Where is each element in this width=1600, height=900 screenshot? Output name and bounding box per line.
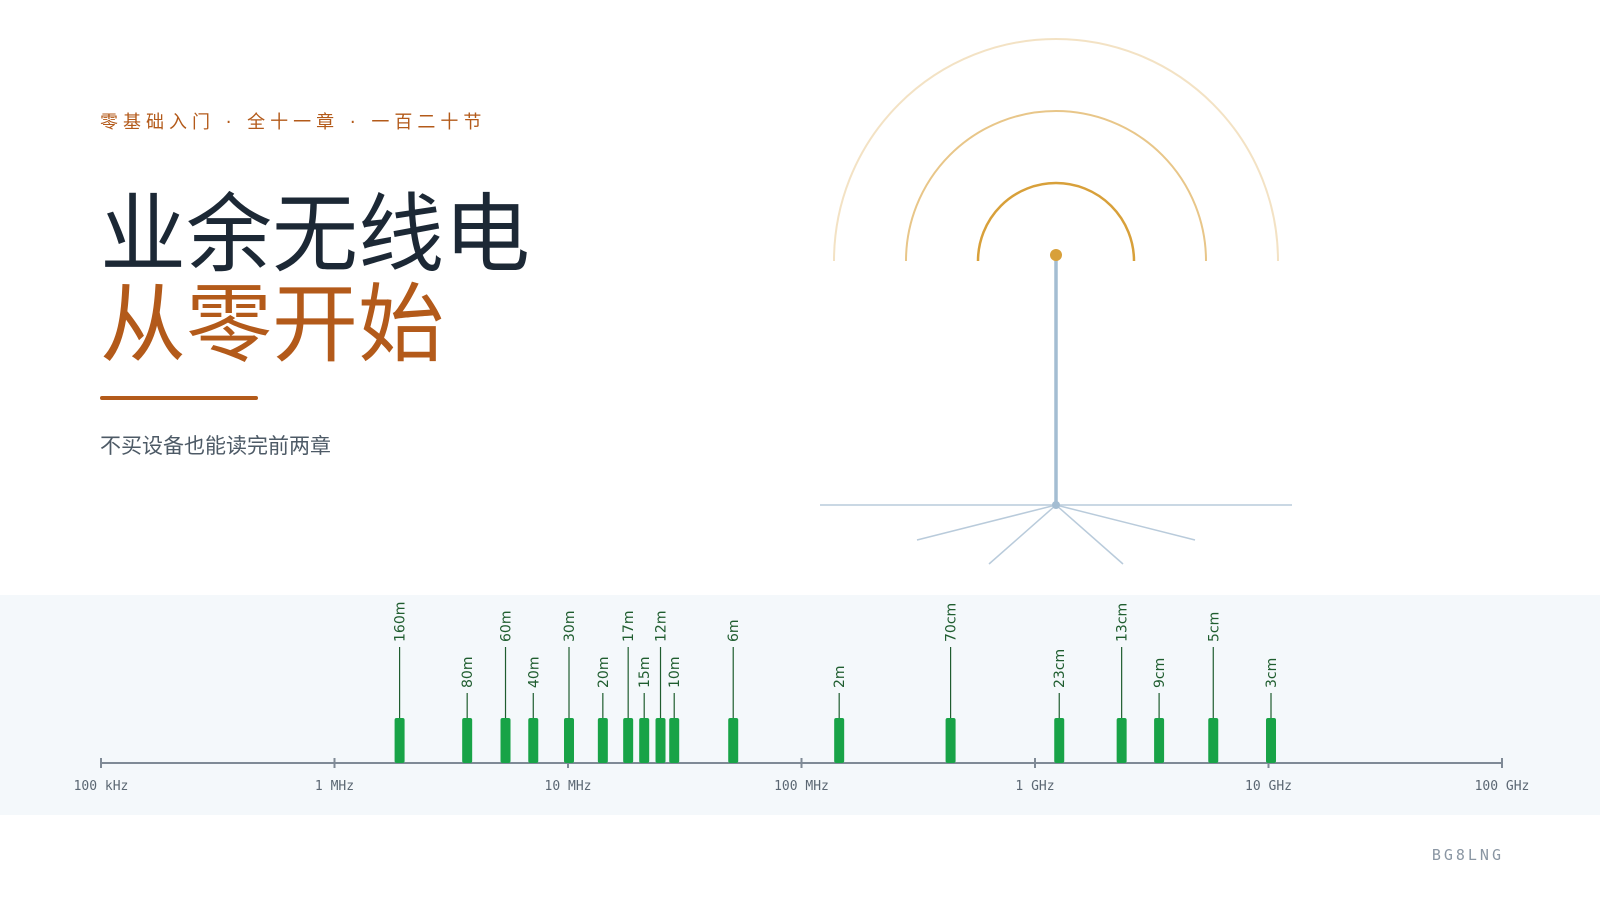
band-marker <box>623 718 634 763</box>
axis-tick-label: 100 GHz <box>1475 779 1530 794</box>
band-label: 23cm <box>1052 649 1068 688</box>
band-label: 5cm <box>1206 612 1222 642</box>
signal-wave-outer <box>833 38 1279 262</box>
ground-radial <box>1055 504 1124 565</box>
band-marker <box>1208 718 1219 763</box>
band-marker <box>639 718 650 763</box>
band-label: 20m <box>596 657 612 688</box>
band-label: 17m <box>621 611 637 642</box>
band-marker <box>1054 718 1065 763</box>
band-marker <box>564 718 575 763</box>
band-marker <box>669 718 680 763</box>
signal-wave-inner <box>976 181 1136 262</box>
accent-rule <box>100 396 258 400</box>
band-label: 70cm <box>944 603 960 642</box>
band-marker <box>834 718 845 763</box>
axis-tick-label: 100 MHz <box>774 779 829 794</box>
band-label: 2m <box>832 665 848 688</box>
band-label: 3cm <box>1264 658 1280 688</box>
axis-tick-label: 10 GHz <box>1245 779 1292 794</box>
ground-radial <box>988 504 1057 565</box>
band-marker <box>945 718 956 763</box>
band-label: 6m <box>726 619 742 642</box>
band-marker <box>1116 718 1127 763</box>
band-label: 15m <box>637 657 653 688</box>
band-marker <box>655 718 666 763</box>
band-label: 9cm <box>1152 658 1168 688</box>
ground-radial <box>916 504 1057 541</box>
band-label: 60m <box>499 611 515 642</box>
band-marker <box>1266 718 1277 763</box>
band-marker <box>1154 718 1165 763</box>
title-line-2: 从零开始 <box>100 275 444 375</box>
antenna-tip <box>1050 249 1062 261</box>
band-marker <box>394 718 405 763</box>
band-label: 12m <box>654 611 670 642</box>
axis-tick-label: 100 kHz <box>74 779 129 794</box>
title-line-1: 业余无线电 <box>100 185 530 285</box>
band-marker <box>462 718 473 763</box>
band-label: 30m <box>562 611 578 642</box>
callsign: BG8LNG <box>1431 846 1504 864</box>
course-meta-eyebrow: 零基础入门 · 全十一章 · 一百二十节 <box>100 112 487 133</box>
band-label: 40m <box>526 657 542 688</box>
axis-tick-label: 1 MHz <box>315 779 354 794</box>
spectrum-chart: 100 kHz 1 MHz 10 MHz 100 MHz 1 GHz 10 GHz 100 … <box>74 602 1530 794</box>
subtitle: 不买设备也能读完前两章 <box>100 434 331 458</box>
axis-tick-label: 1 GHz <box>1015 779 1054 794</box>
axis-tick-label: 10 MHz <box>545 779 592 794</box>
antenna-illustration <box>820 38 1292 565</box>
spectrum-panel: 100 kHz 1 MHz 10 MHz 100 MHz 1 GHz 10 GHz 100 … <box>0 595 1600 815</box>
band-marker <box>728 718 739 763</box>
signal-wave-middle <box>905 110 1207 262</box>
band-marker <box>597 718 608 763</box>
ground-radial <box>1055 504 1196 541</box>
antenna-feed-point <box>1052 501 1060 509</box>
band-label: 10m <box>667 657 683 688</box>
band-label: 160m <box>393 602 409 642</box>
band-label: 13cm <box>1115 603 1131 642</box>
band-marker <box>500 718 511 763</box>
band-marker <box>528 718 539 763</box>
band-label: 80m <box>460 657 476 688</box>
